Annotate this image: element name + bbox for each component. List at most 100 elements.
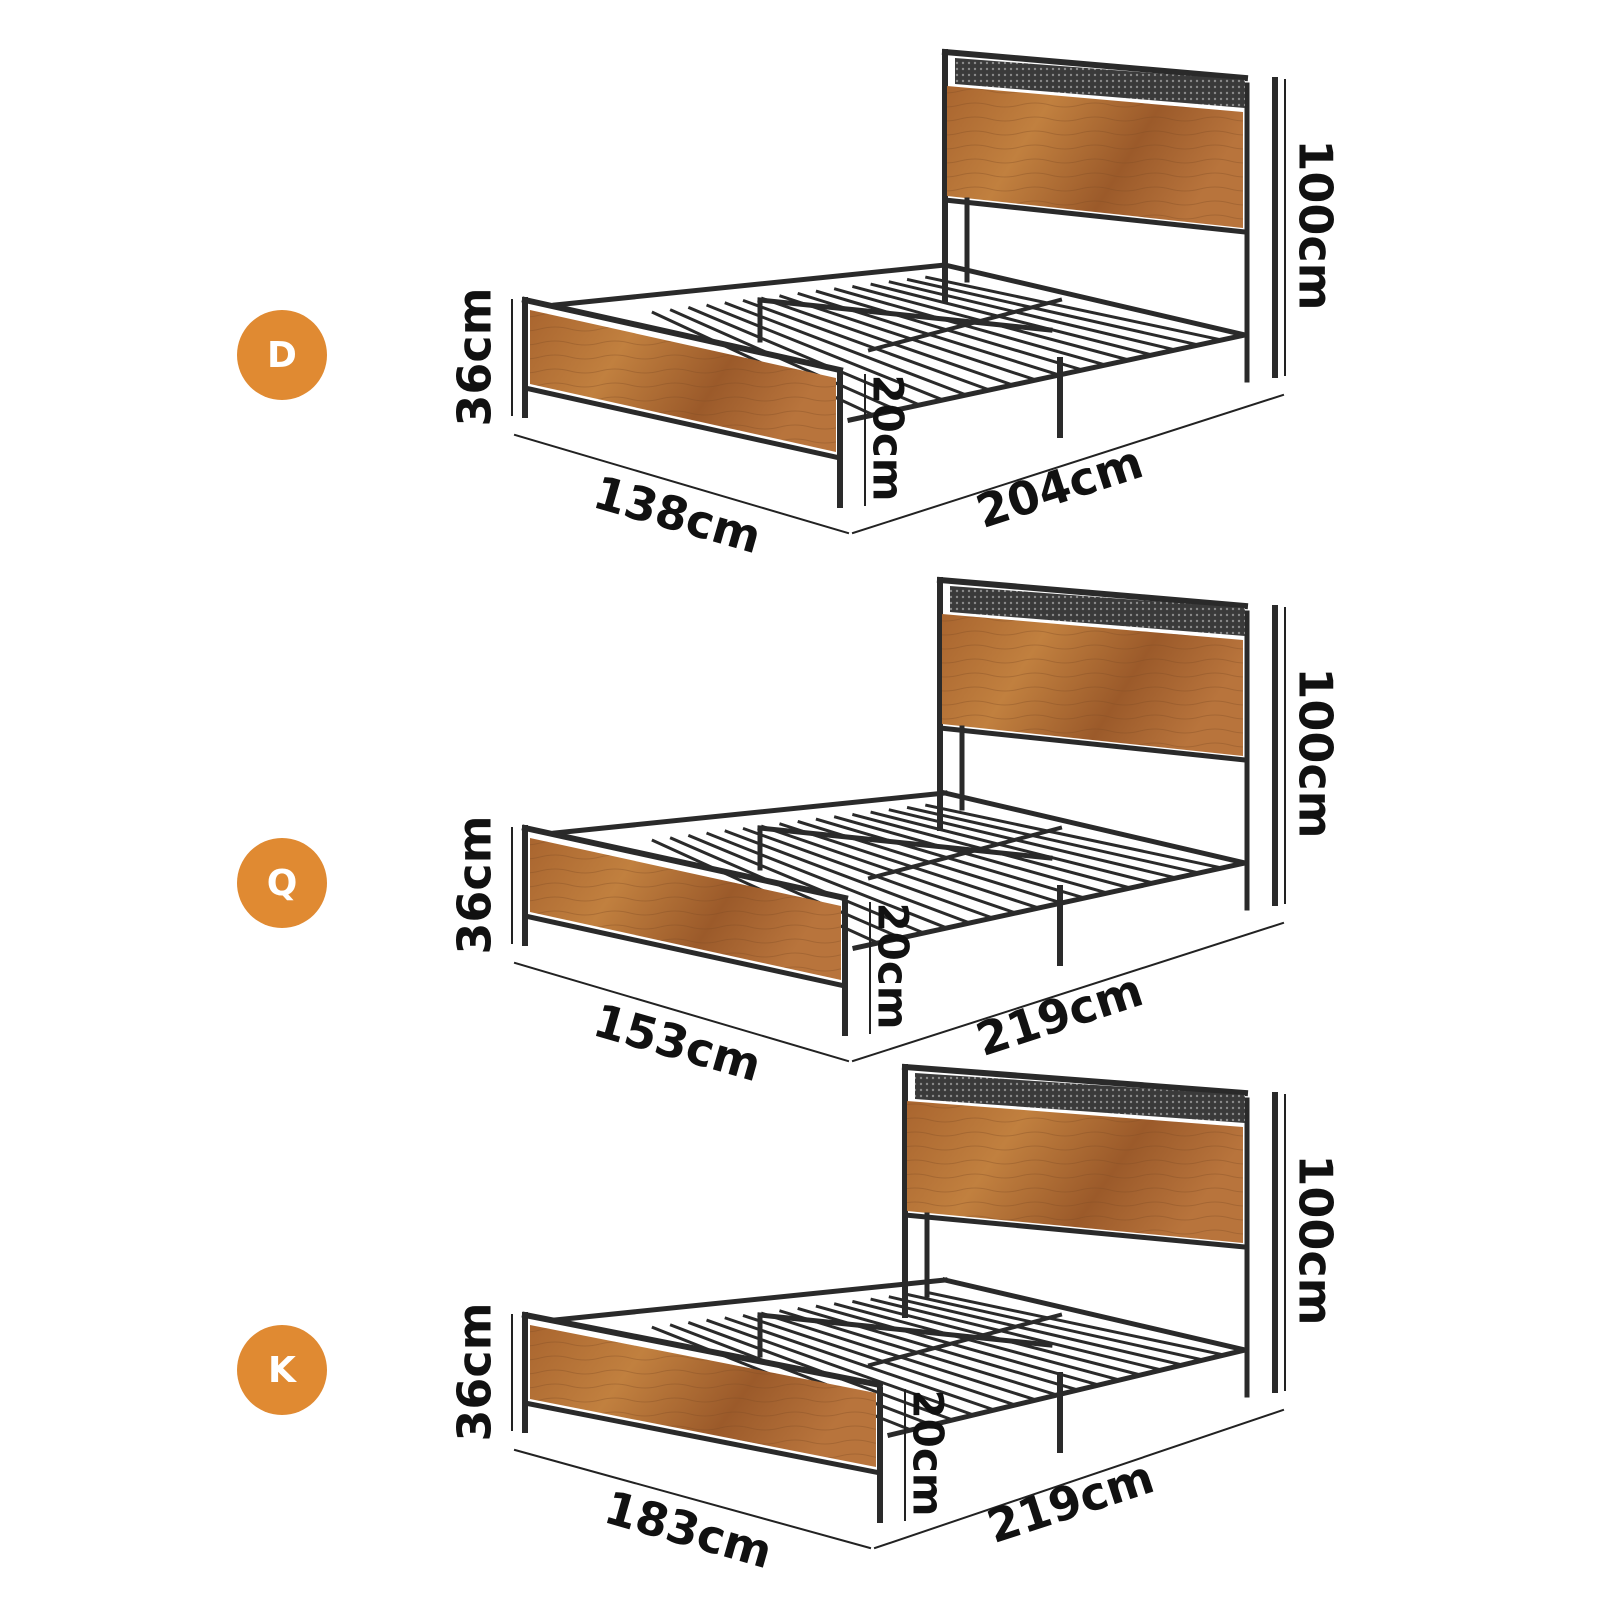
bed-variant-k: K 100cm 36cm 20cm 183cm 219cm [237,1063,1343,1579]
dimension-line-length [851,393,1285,535]
size-badge [237,310,327,400]
footboard-bottom-rail [522,1400,883,1476]
size-badge-letter: D [267,335,297,376]
side-rail [847,332,1248,423]
side-rail [886,1346,1249,1439]
headboard-top-rail [941,48,1249,82]
dimension-line-length [851,921,1285,1063]
footboard [521,296,844,508]
slat [742,298,992,392]
slat [924,803,1224,870]
head-rail [941,261,1249,339]
headboard-top-rail [936,576,1249,610]
slat [833,815,1110,895]
slat [687,833,926,935]
length-label: 219cm [981,1450,1161,1554]
clearance-label: 20cm [904,1389,953,1516]
headboard-bottom-rail [942,197,1248,235]
slat [760,296,1015,387]
slat [669,1323,934,1427]
center-support [757,297,1053,333]
slat [724,829,972,925]
footboard-top-rail [521,824,849,902]
slat [888,280,1178,352]
headboard-height-label: 100cm [1289,667,1343,838]
footboard-top-rail [521,296,844,374]
footboard-bottom-rail [522,913,848,989]
side-rail [852,860,1248,951]
headboard-bottom-rail [937,725,1248,763]
size-badge [237,838,327,928]
size-badge-letter: K [268,1350,297,1391]
slat [924,275,1224,342]
headboard [901,1063,1278,1398]
bed-variant-d: D 100cm 36cm 20cm 138cm 204cm [237,48,1343,564]
headboard-mesh-shelf [955,58,1245,108]
slat [833,1302,1122,1382]
slat [724,301,969,397]
dimension-line-width [513,961,850,1063]
slat [687,305,922,407]
center-support [867,825,1063,881]
side-rail [552,262,948,308]
slat [815,1304,1101,1387]
side-rail [552,790,948,836]
slat [870,1297,1164,1372]
center-support [867,297,1063,353]
size-badge [237,1325,327,1415]
dimension-line-width [513,1448,872,1550]
slat [888,1295,1185,1367]
slat [706,1318,976,1417]
center-support [757,825,1053,861]
footboard-wood-grain [530,1325,876,1467]
platform-frame [552,261,1249,438]
slat [870,810,1156,885]
headboard-wood-grain [942,614,1243,756]
slat [870,282,1154,357]
headboard-mesh-shelf [950,586,1245,636]
size-badge-letter: Q [267,863,298,904]
clearance-label: 20cm [864,374,913,501]
footboard-height-label: 36cm [448,1302,502,1441]
width-label: 138cm [588,465,767,564]
head-rail [941,789,1249,867]
center-support [867,1312,1063,1368]
slat [705,831,949,930]
headboard-wood-grain [907,1101,1243,1243]
footboard [521,824,849,1036]
head-rail [941,1276,1249,1354]
length-label: 204cm [970,435,1150,539]
bed-variant-q: Q 100cm 36cm 20cm 153cm 219cm [237,576,1343,1092]
side-rail [552,1277,948,1323]
slat [888,808,1178,880]
clearance-label: 20cm [869,902,918,1029]
headboard-wood-grain [947,86,1243,228]
width-label: 183cm [599,1480,778,1579]
slat [906,805,1201,875]
slat [742,826,995,920]
width-label: 153cm [588,993,767,1092]
headboard [941,48,1278,383]
length-label: 219cm [970,963,1150,1067]
headboard-height-label: 100cm [1289,139,1343,310]
dimension-line-width [513,433,850,535]
headboard-height-label: 100cm [1289,1154,1343,1325]
slat [705,303,945,402]
platform-frame [552,789,1249,966]
footboard-wood-grain [530,838,841,980]
dimension-line-length [873,1408,1285,1550]
slat [724,1316,997,1412]
footboard-height-label: 36cm [448,287,502,426]
center-support [757,1312,1053,1348]
slat [833,287,1108,367]
headboard-bottom-rail [902,1212,1248,1250]
footboard [521,1311,884,1523]
footboard-bottom-rail [522,385,843,461]
slat [760,824,1018,915]
footboard-top-rail [521,1311,884,1389]
slat [906,277,1201,347]
footboard-height-label: 36cm [448,815,502,954]
slat [906,1292,1206,1362]
headboard-top-rail [901,1063,1249,1097]
headboard-mesh-shelf [915,1073,1245,1123]
